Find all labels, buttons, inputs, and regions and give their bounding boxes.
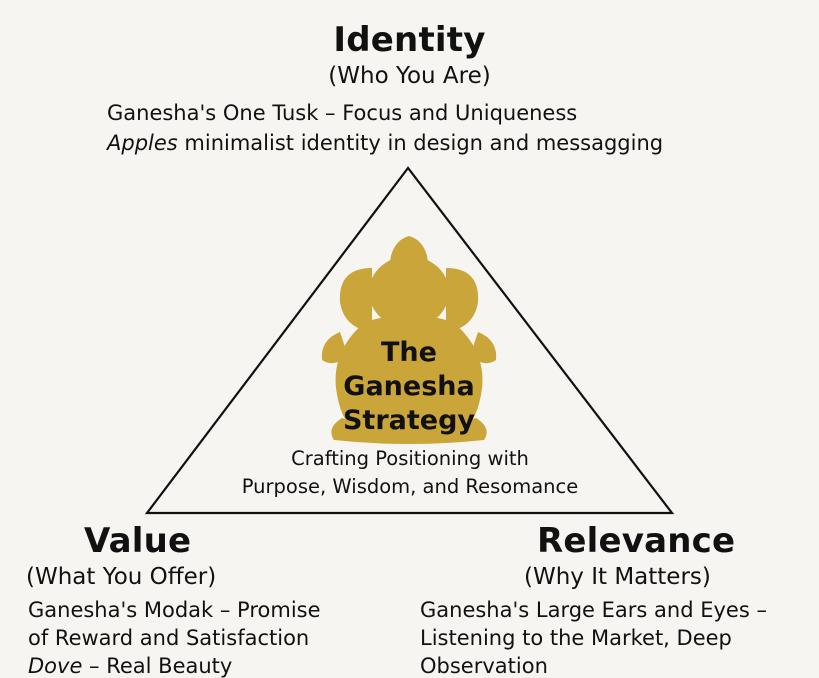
ganesha-silhouette-icon bbox=[321, 236, 497, 444]
center-desc-line-2: Purpose, Wisdom, and Resomance bbox=[241, 475, 579, 498]
relevance-line-3: Observation bbox=[420, 654, 548, 678]
identity-line-2: Apples minimalist identity in design and… bbox=[107, 131, 663, 155]
relevance-title: Relevance bbox=[537, 521, 736, 561]
center-title-line-3: Strategy bbox=[342, 405, 476, 436]
value-line-3: Dove – Real Beauty bbox=[28, 654, 232, 678]
center-desc-line-1: Crafting Positioning with bbox=[291, 447, 529, 470]
value-title: Value bbox=[84, 521, 192, 561]
identity-line-1: Ganesha's One Tusk – Focus and Uniquenes… bbox=[107, 101, 578, 125]
relevance-line-2: Listening to the Market, Deep bbox=[420, 626, 732, 650]
center-title: The Ganesha Strategy bbox=[309, 336, 509, 438]
value-line-1: Ganesha's Modak – Promise bbox=[28, 598, 321, 622]
value-line-2: of Reward and Satisfaction bbox=[28, 626, 310, 650]
center-title-line-2: Ganesha bbox=[343, 371, 475, 402]
relevance-line-1: Ganesha's Large Ears and Eyes – bbox=[420, 598, 767, 622]
identity-title: Identity bbox=[333, 20, 486, 60]
relevance-subtitle: (Why It Matters) bbox=[524, 564, 711, 590]
identity-brand: Apples bbox=[107, 131, 178, 155]
identity-line-2-rest: minimalist identity in design and messag… bbox=[177, 131, 664, 155]
value-line-3-rest: – Real Beauty bbox=[82, 654, 233, 678]
strategy-triangle bbox=[144, 166, 675, 515]
identity-subtitle: (Who You Are) bbox=[328, 63, 491, 89]
center-title-line-1: The bbox=[381, 337, 437, 368]
center-description: Crafting Positioning with Purpose, Wisdo… bbox=[150, 445, 670, 501]
value-subtitle: (What You Offer) bbox=[26, 564, 217, 590]
value-brand: Dove bbox=[28, 654, 83, 678]
